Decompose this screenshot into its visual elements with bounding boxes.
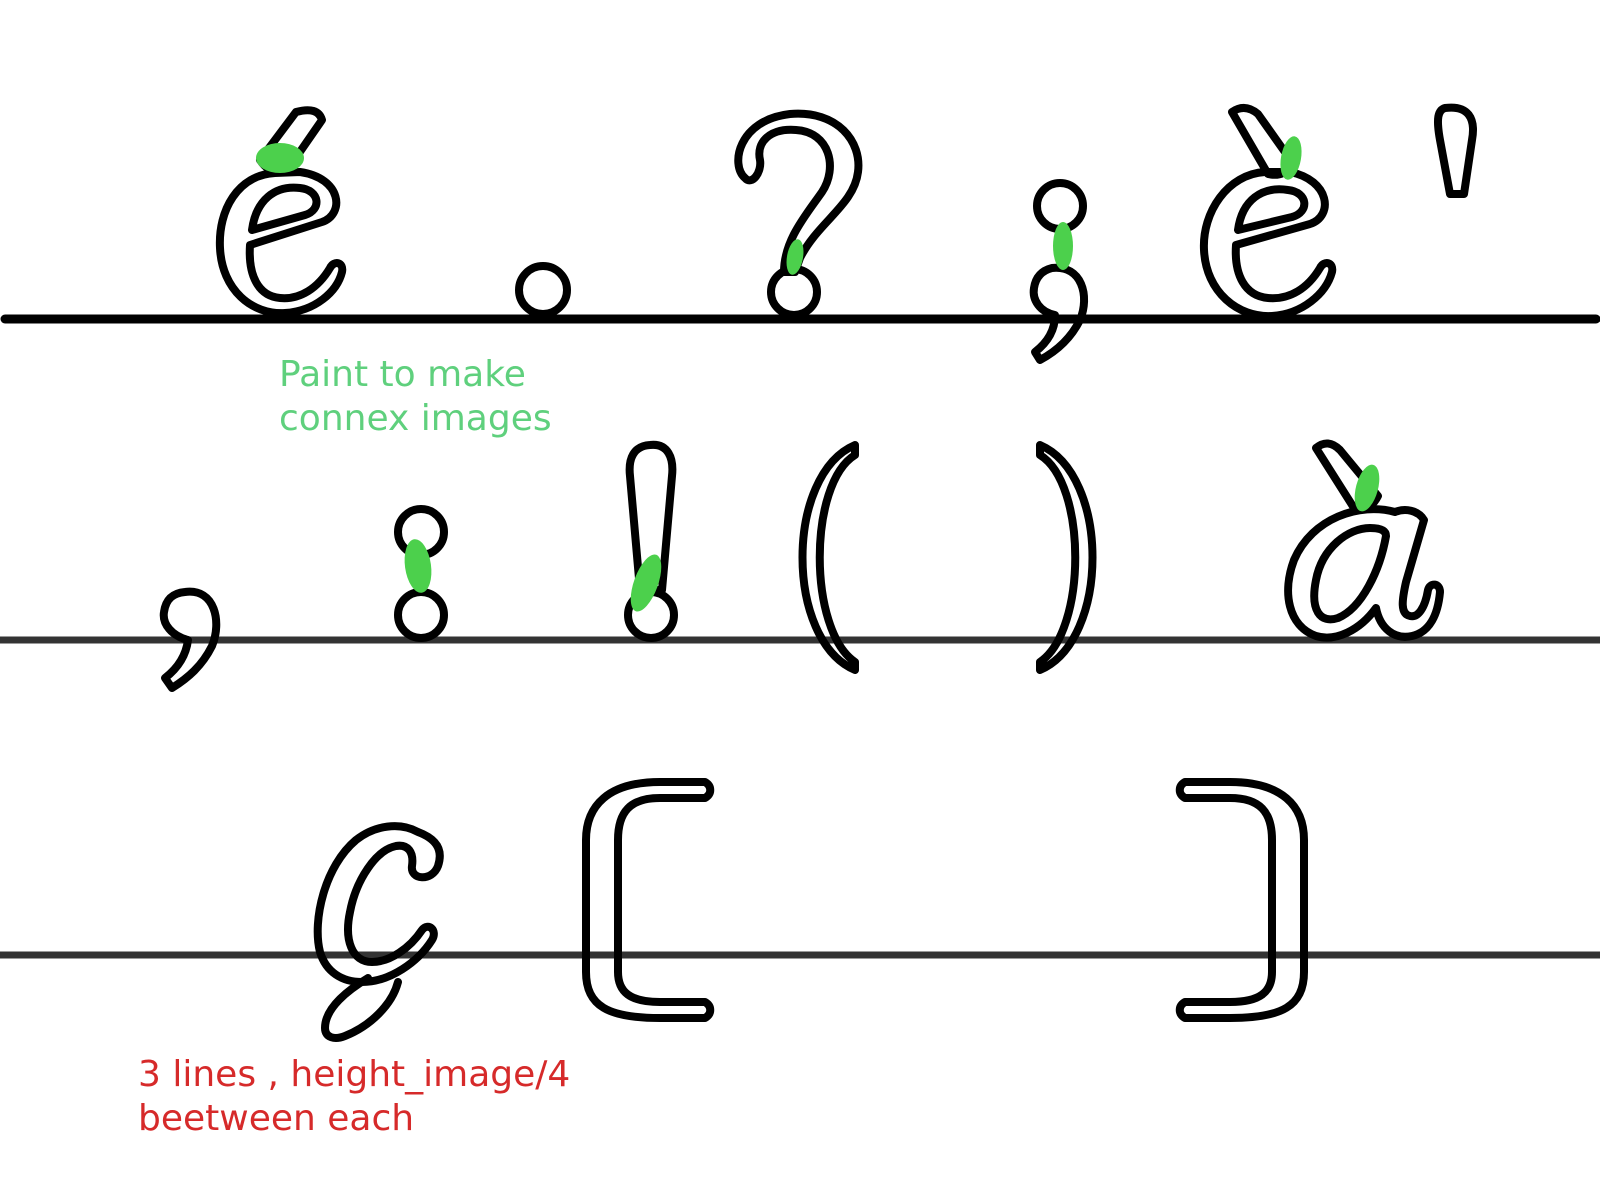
glyph-e-acute: [215, 106, 347, 318]
paint-mark-question: [786, 239, 804, 275]
annotation-lines-line2: beetween each: [138, 1098, 415, 1139]
annotation-lines-line1: 3 lines , height_image/4: [138, 1054, 571, 1095]
paint-mark-semicolon: [1053, 222, 1073, 270]
paint-mark-exclamation: [630, 554, 662, 612]
glyph-question: [734, 109, 863, 319]
paint-mark-a-grave: [1354, 464, 1380, 512]
glyph-bracket-left: [582, 778, 715, 1022]
glyph-paren-left: [798, 441, 859, 674]
glyph-semicolon: [1029, 179, 1089, 364]
annotation-paint-line2: connex images: [279, 398, 552, 439]
glyph-apostrophe: [1433, 103, 1477, 198]
paint-mark-colon: [404, 539, 432, 593]
paint-mark-e-grave: [1280, 136, 1302, 180]
glyph-e-grave: [1199, 104, 1337, 321]
glyph-c-cedilla: [313, 822, 444, 1042]
glyph-period: [515, 262, 571, 318]
glyph-comma: [159, 587, 221, 692]
paint-mark-e-acute: [256, 143, 304, 173]
glyph-bracket-right: [1175, 778, 1308, 1022]
glyph-paren-right: [1036, 441, 1097, 674]
annotation-paint-line1: Paint to make: [279, 354, 526, 395]
